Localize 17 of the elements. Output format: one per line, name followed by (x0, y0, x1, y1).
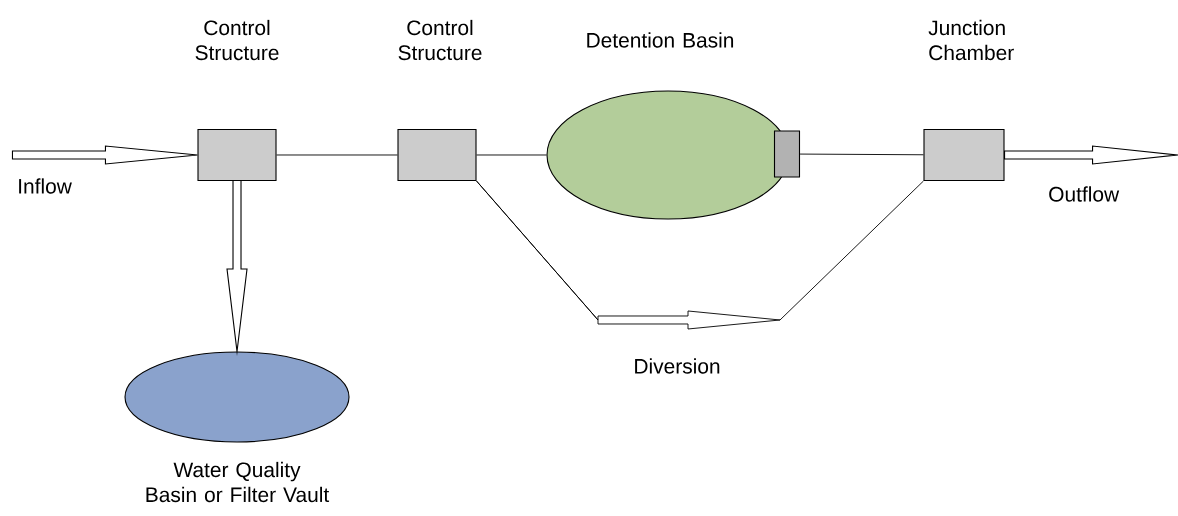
box-heading: Junction Chamber (928, 19, 1014, 61)
arrow (226, 180, 248, 356)
box-heading: Control Structure (195, 19, 279, 61)
pipe-line (476, 154, 547, 156)
pipe-line (799, 153, 924, 156)
basin-caption: Water Quality Basin or Filter Vault (146, 461, 330, 503)
pipe-line (276, 154, 398, 156)
arrow (11, 145, 198, 165)
arrow (1004, 145, 1178, 165)
edge-label: Inflow (16, 177, 73, 195)
box-heading: Control Structure (398, 19, 482, 61)
edge-label: Outflow (1047, 185, 1121, 203)
edge-label: Diversion (632, 357, 722, 375)
arrow (476, 180, 781, 330)
pipe-line (779, 180, 924, 321)
basin-heading: Detention Basin (587, 32, 734, 48)
outlet-box (773, 130, 801, 178)
